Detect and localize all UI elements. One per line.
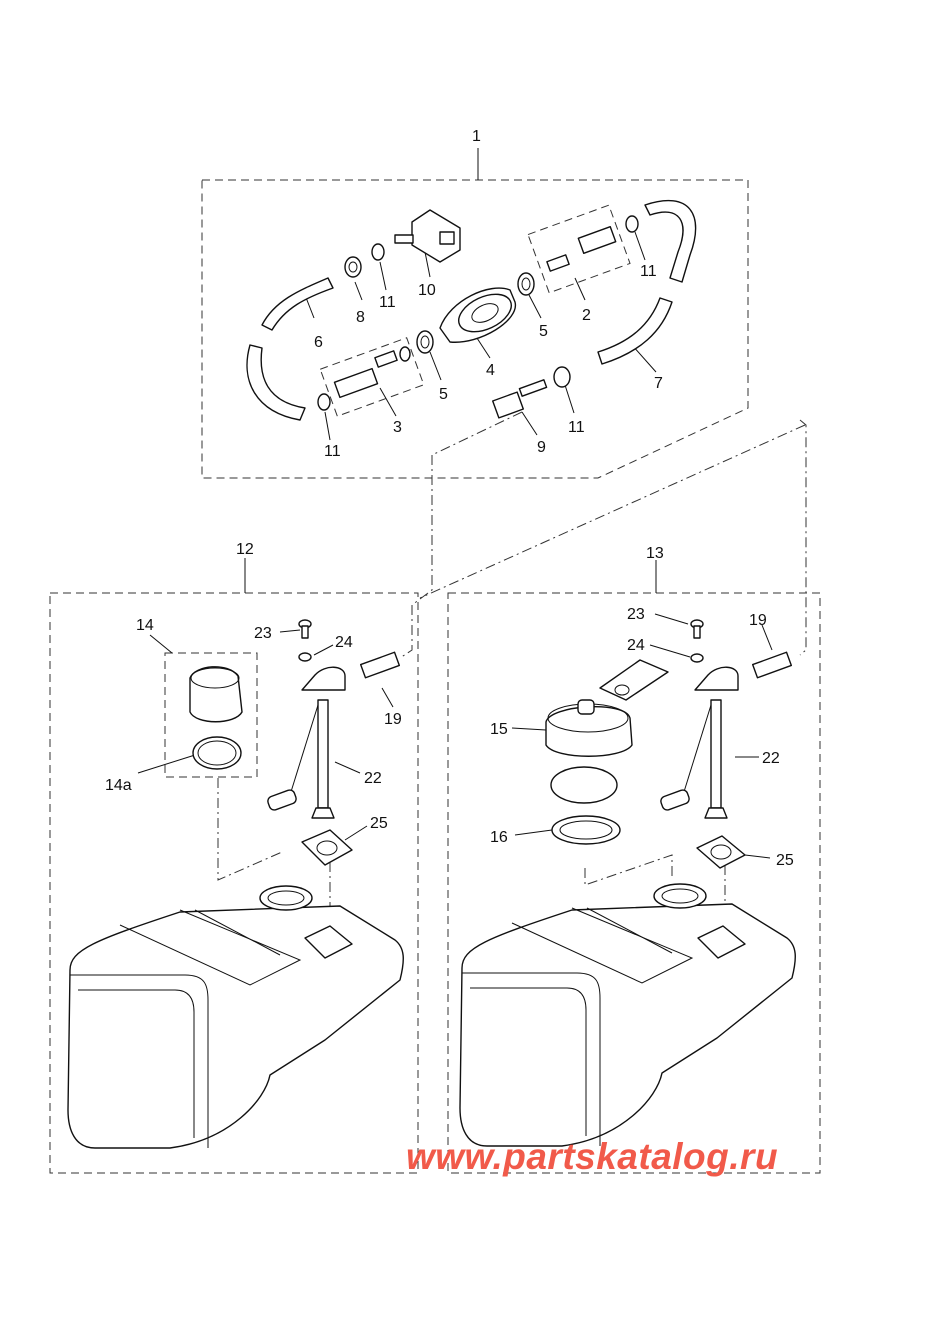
callout-11: 11 bbox=[568, 419, 585, 436]
callout-5: 5 bbox=[539, 323, 548, 340]
watermark-logo: www.partskatalog.ru bbox=[406, 1136, 779, 1177]
callout-15: 15 bbox=[490, 721, 508, 738]
callout-11: 11 bbox=[379, 294, 396, 311]
hose-6 bbox=[246, 277, 334, 421]
washer-24-left bbox=[298, 652, 312, 662]
callout-2: 2 bbox=[582, 307, 591, 324]
connector-10 bbox=[394, 209, 461, 263]
callout-24: 24 bbox=[335, 634, 353, 651]
callout-10: 10 bbox=[418, 282, 436, 299]
connector-3 bbox=[333, 346, 411, 399]
callout-9: 9 bbox=[537, 439, 546, 456]
tank-assembly-box-right bbox=[447, 592, 821, 1174]
o-ring-14a bbox=[192, 736, 242, 770]
callout-1: 1 bbox=[472, 128, 481, 145]
callout-14a: 14a bbox=[105, 777, 132, 794]
leader-lines bbox=[137, 148, 773, 859]
callout-12: 12 bbox=[236, 541, 254, 558]
fuel-tank-left bbox=[67, 885, 404, 1149]
gauge-22-right bbox=[660, 666, 739, 819]
tank-assembly-box-left bbox=[49, 592, 419, 1174]
callout-6: 6 bbox=[314, 334, 323, 351]
callout-14: 14 bbox=[136, 617, 154, 634]
callout-22: 22 bbox=[364, 770, 382, 787]
fuel-line-kit-box bbox=[201, 179, 749, 479]
callout-11: 11 bbox=[640, 263, 657, 280]
callout-11: 11 bbox=[324, 443, 341, 460]
gasket-25-left bbox=[301, 829, 353, 866]
callout-23: 23 bbox=[254, 625, 272, 642]
callout-13: 13 bbox=[646, 545, 664, 562]
cap-15 bbox=[545, 699, 633, 804]
fitting-19-left bbox=[359, 651, 401, 679]
screw-23-right bbox=[690, 619, 704, 639]
washer-24-right bbox=[690, 653, 704, 663]
callout-5: 5 bbox=[439, 386, 448, 403]
connector-kit-box-3 bbox=[319, 337, 425, 417]
fitting-19-right bbox=[751, 651, 793, 679]
callout-25: 25 bbox=[776, 852, 794, 869]
connector-kit-box-2 bbox=[527, 204, 631, 294]
callout-7: 7 bbox=[654, 375, 663, 392]
retainer-16 bbox=[551, 815, 621, 845]
connector-9 bbox=[492, 379, 548, 419]
callout-8: 8 bbox=[356, 309, 365, 326]
callout-22: 22 bbox=[762, 750, 780, 767]
clamps-5 bbox=[416, 272, 535, 354]
cap-14 bbox=[189, 666, 243, 723]
callout-24: 24 bbox=[627, 637, 645, 654]
connector-2 bbox=[546, 225, 617, 272]
callout-3: 3 bbox=[393, 419, 402, 436]
gauge-22-left bbox=[267, 666, 346, 819]
callout-4: 4 bbox=[486, 362, 495, 379]
callout-25: 25 bbox=[370, 815, 388, 832]
cap-kit-box bbox=[164, 652, 258, 778]
callout-23: 23 bbox=[627, 606, 645, 623]
primer-bulb-4 bbox=[439, 287, 516, 343]
callout-16: 16 bbox=[490, 829, 508, 846]
callout-19: 19 bbox=[749, 612, 767, 629]
fuel-tank-right bbox=[459, 883, 796, 1147]
callout-19: 19 bbox=[384, 711, 402, 728]
screw-23-left bbox=[298, 619, 312, 639]
hose-7 bbox=[597, 199, 697, 365]
clamps-8-11 bbox=[317, 215, 639, 411]
gasket-25-right bbox=[696, 835, 746, 869]
label-plate bbox=[599, 659, 669, 701]
